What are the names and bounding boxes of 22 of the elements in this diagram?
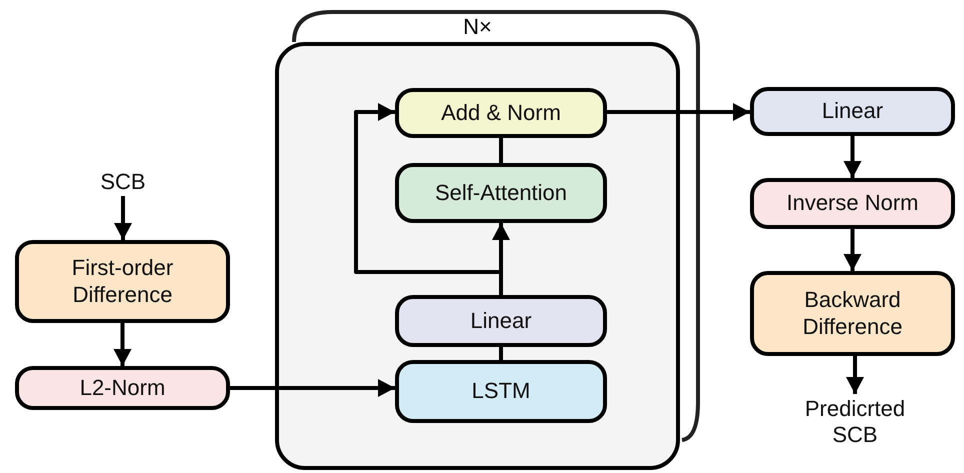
arrow	[114, 196, 132, 240]
arrow	[607, 103, 750, 121]
process-box: L2-Norm	[15, 366, 230, 410]
process-box: Linear	[750, 87, 955, 136]
io-label: SCB	[100, 168, 146, 196]
connector-line	[499, 138, 503, 163]
process-box: First-order Difference	[15, 240, 230, 323]
connector-line	[499, 347, 503, 360]
arrow	[114, 323, 132, 366]
arrow	[230, 379, 395, 397]
process-box: Self-Attention	[395, 163, 607, 223]
arrow	[846, 356, 864, 394]
process-box: Linear	[395, 295, 607, 347]
process-box: Inverse Norm	[750, 178, 955, 229]
io-label: Predicrted SCB	[804, 396, 906, 448]
repeat-label: N×	[463, 14, 492, 40]
process-box: LSTM	[395, 360, 607, 423]
arrow	[844, 136, 862, 178]
process-box: Backward Difference	[750, 271, 955, 356]
arrow	[844, 229, 862, 271]
process-box: Add & Norm	[395, 88, 607, 138]
arrow	[354, 103, 503, 295]
